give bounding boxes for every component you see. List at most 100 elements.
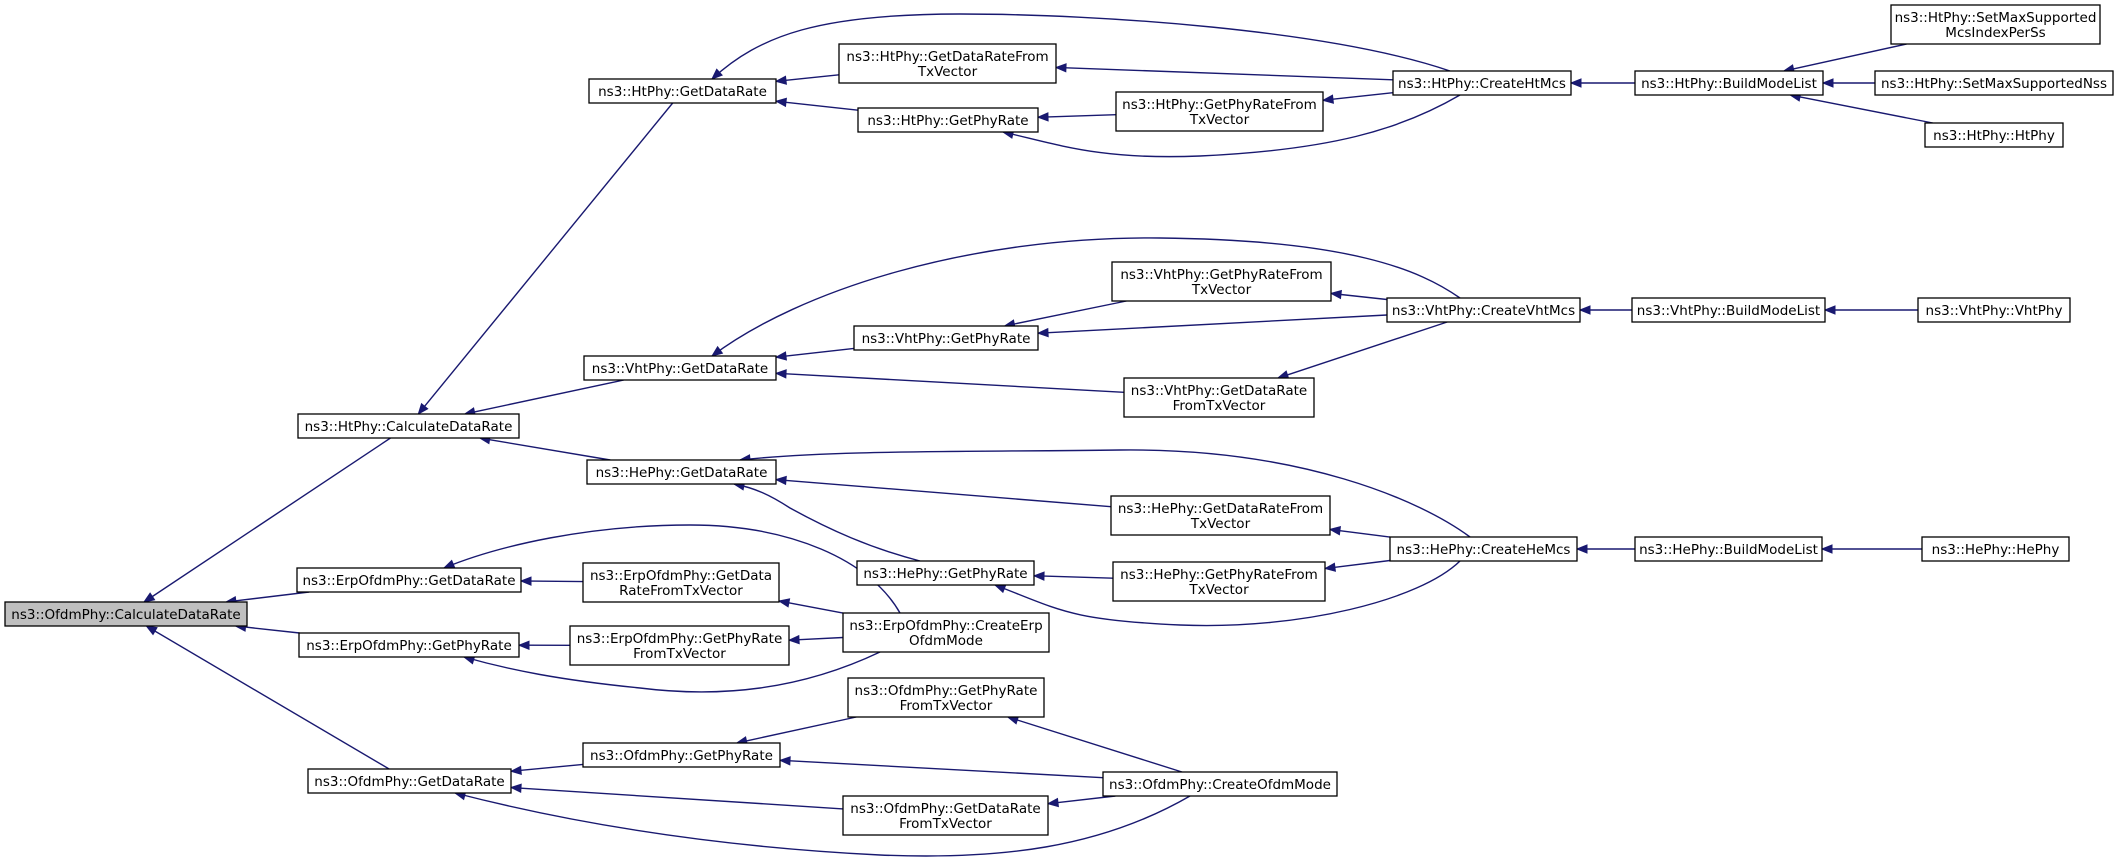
node-ht-setnss[interactable]: ns3::HtPhy::SetMaxSupportedNss bbox=[1874, 70, 2114, 96]
node-ht-create[interactable]: ns3::HtPhy::CreateHtMcs bbox=[1392, 70, 1572, 96]
arrowhead-icon bbox=[519, 576, 532, 586]
edge-ht-ctor-to-ht-build bbox=[1799, 96, 1933, 124]
arrowhead-icon bbox=[417, 402, 429, 416]
node-label: ns3::OfdmPhy::GetDataRate bbox=[314, 774, 504, 790]
arrowhead-icon bbox=[777, 598, 791, 608]
edge-ht-getdr-to-ht-calc bbox=[424, 102, 674, 407]
node-vht-ctor[interactable]: ns3::VhtPhy::VhtPhy bbox=[1917, 297, 2071, 323]
node-label: TxVector bbox=[1188, 582, 1249, 598]
node-box bbox=[582, 742, 781, 768]
node-ofdm-create[interactable]: ns3::OfdmPhy::CreateOfdmMode bbox=[1102, 771, 1338, 797]
node-vht-build[interactable]: ns3::VhtPhy::BuildModeList bbox=[1631, 297, 1826, 323]
node-box bbox=[1111, 261, 1332, 302]
node-label: ns3::HePhy::GetPhyRate bbox=[863, 566, 1027, 582]
edge-vht-getpr-to-vht-getdr bbox=[785, 347, 855, 357]
node-label: FromTxVector bbox=[1173, 398, 1266, 414]
arrowhead-icon bbox=[774, 75, 787, 85]
node-ofdm-getdr[interactable]: ns3::OfdmPhy::GetDataRate bbox=[307, 768, 512, 794]
node-box bbox=[856, 560, 1035, 586]
edge-erp-create-to-erp-getpr-tx bbox=[798, 636, 844, 641]
edge-vht-create-to-vht-getdr-tx bbox=[1287, 321, 1448, 376]
arrowhead-icon bbox=[1321, 94, 1334, 104]
node-he-build[interactable]: ns3::HePhy::BuildModeList bbox=[1634, 536, 1823, 562]
node-label: FromTxVector bbox=[899, 816, 992, 832]
node-box bbox=[842, 795, 1049, 836]
edge-ofdm-create-to-ofdm-getdr-tx bbox=[1057, 795, 1116, 804]
node-erp-getdr[interactable]: ns3::ErpOfdmPhy::GetDataRate bbox=[296, 567, 522, 593]
arrowhead-icon bbox=[1329, 289, 1342, 300]
node-box bbox=[582, 562, 780, 603]
node-he-create[interactable]: ns3::HePhy::CreateHeMcs bbox=[1389, 536, 1578, 562]
arrowhead-icon bbox=[1575, 544, 1588, 554]
node-box bbox=[838, 43, 1057, 84]
arrowhead-icon bbox=[774, 351, 787, 361]
node-label: ns3::HtPhy::CalculateDataRate bbox=[305, 419, 513, 435]
edge-vht-create-to-vht-getpr bbox=[1047, 314, 1388, 334]
edge-he-getdr-tx-to-he-getdr bbox=[785, 479, 1112, 508]
arrowhead-icon bbox=[142, 592, 156, 603]
edge-ofdm-create-to-ofdm-getpr-tx bbox=[1017, 719, 1183, 773]
arrowhead-icon bbox=[778, 756, 791, 766]
node-he-ctor[interactable]: ns3::HePhy::HePhy bbox=[1921, 536, 2070, 562]
node-ht-getdr[interactable]: ns3::HtPhy::GetDataRate bbox=[588, 78, 777, 104]
edge-erp-create-to-erp-getpr bbox=[463, 651, 881, 693]
edge-he-getdr-to-ht-calc bbox=[489, 439, 611, 461]
arrowhead-icon bbox=[1821, 78, 1834, 88]
edge-ht-getpr-tx-to-ht-getpr bbox=[1047, 114, 1117, 118]
node-box bbox=[307, 768, 512, 794]
node-label: ns3::OfdmPhy::GetDataRate bbox=[850, 801, 1040, 817]
node-label: McsIndexPerSs bbox=[1945, 25, 2045, 41]
node-label: TxVector bbox=[1189, 112, 1250, 128]
node-ht-getpr[interactable]: ns3::HtPhy::GetPhyRate bbox=[857, 107, 1039, 133]
edge-ht-setmcs-to-ht-build bbox=[1793, 43, 1907, 70]
node-label: ns3::HePhy::CreateHeMcs bbox=[1397, 542, 1571, 558]
edge-erp-getpr-to-ofdm-calc bbox=[245, 626, 300, 634]
node-label: TxVector bbox=[1191, 282, 1252, 298]
node-label: ns3::HtPhy::SetMaxSupported bbox=[1895, 10, 2097, 26]
node-label: TxVector bbox=[1190, 516, 1251, 532]
arrowhead-icon bbox=[1046, 797, 1059, 808]
node-ofdm-calc[interactable]: ns3::OfdmPhy::CalculateDataRate bbox=[4, 601, 248, 627]
arrowhead-icon bbox=[993, 584, 1007, 594]
node-vht-getpr[interactable]: ns3::VhtPhy::GetPhyRate bbox=[853, 325, 1039, 351]
node-ofdm-getpr[interactable]: ns3::OfdmPhy::GetPhyRate bbox=[582, 742, 781, 768]
node-he-getdr[interactable]: ns3::HePhy::GetDataRate bbox=[586, 459, 777, 485]
arrowhead-icon bbox=[1820, 544, 1833, 554]
arrowhead-icon bbox=[1054, 63, 1067, 73]
node-box bbox=[569, 625, 790, 666]
node-label: FromTxVector bbox=[900, 698, 993, 714]
node-label: ns3::OfdmPhy::CalculateDataRate bbox=[11, 607, 240, 623]
node-vht-getdr[interactable]: ns3::VhtPhy::GetDataRate bbox=[583, 355, 777, 381]
edge-he-create-to-he-getpr bbox=[994, 560, 1461, 627]
arrowhead-icon bbox=[1823, 305, 1836, 315]
node-box bbox=[1392, 70, 1572, 96]
node-ht-build[interactable]: ns3::HtPhy::BuildModeList bbox=[1634, 70, 1824, 96]
edge-vht-create-to-vht-getpr-tx bbox=[1340, 293, 1388, 301]
node-ht-calc[interactable]: ns3::HtPhy::CalculateDataRate bbox=[297, 413, 520, 439]
edge-ofdm-getpr-to-ofdm-getdr bbox=[520, 763, 584, 771]
node-label: ns3::VhtPhy::BuildModeList bbox=[1637, 303, 1820, 319]
node-erp-getpr[interactable]: ns3::ErpOfdmPhy::GetPhyRate bbox=[298, 632, 520, 658]
node-box bbox=[297, 413, 520, 439]
node-box bbox=[1112, 561, 1326, 602]
node-label: ns3::ErpOfdmPhy::GetPhyRate bbox=[306, 638, 512, 654]
node-he-getpr[interactable]: ns3::HePhy::GetPhyRate bbox=[856, 560, 1035, 586]
node-label: ns3::VhtPhy::CreateVhtMcs bbox=[1392, 303, 1575, 319]
arrowhead-icon bbox=[1036, 327, 1049, 338]
node-box bbox=[588, 78, 777, 104]
node-vht-create[interactable]: ns3::VhtPhy::CreateVhtMcs bbox=[1386, 297, 1581, 323]
node-ht-ctor[interactable]: ns3::HtPhy::HtPhy bbox=[1924, 122, 2064, 148]
